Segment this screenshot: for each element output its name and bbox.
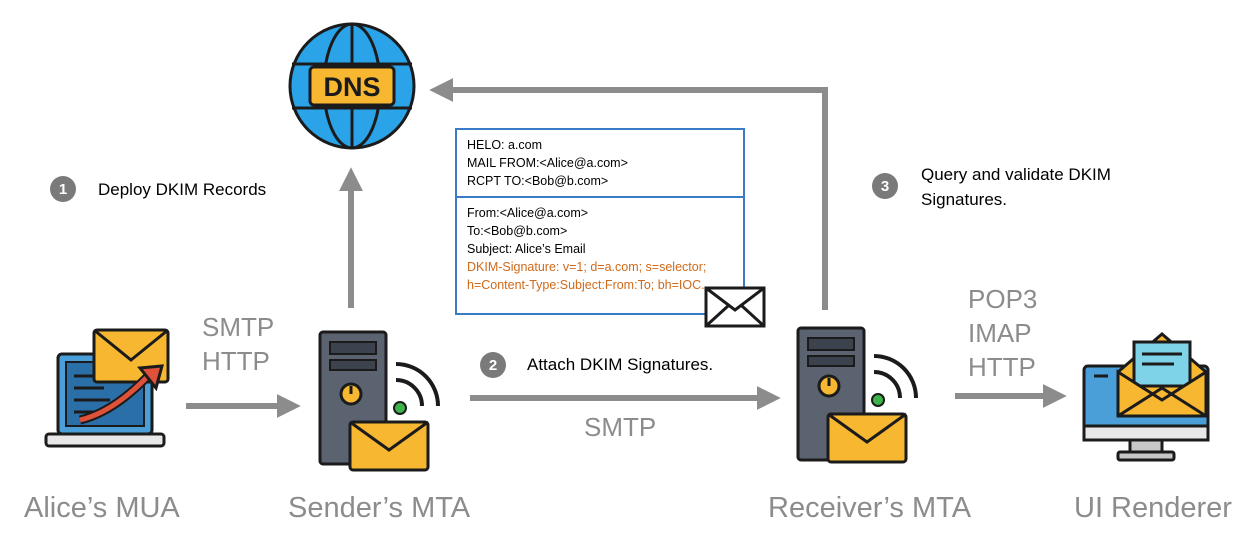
step-3-line-1: Query and validate DKIM [921, 165, 1111, 184]
protocol-http-renderer: HTTP [968, 352, 1036, 382]
receiver-server-icon [796, 326, 918, 464]
email-envelope-section: HELO: a.com MAIL FROM:<Alice@a.com> RCPT… [457, 130, 743, 196]
label-sender-mta: Sender’s MTA [288, 492, 471, 524]
arrow-receiver-to-dns [429, 78, 828, 310]
label-ui-renderer: UI Renderer [1074, 492, 1232, 524]
protocol-http: HTTP [202, 346, 270, 376]
step-2-badge: 2 [480, 352, 506, 378]
dns-label: DNS [323, 72, 380, 102]
header-to: To:<Bob@b.com> [467, 224, 568, 238]
protocol-pop3: POP3 [968, 284, 1038, 314]
header-subject: Subject: Alice’s Email [467, 242, 586, 256]
dns-globe-icon: DNS [288, 22, 416, 150]
protocol-imap: IMAP [968, 318, 1032, 348]
envelope-helo: HELO: a.com [467, 138, 543, 152]
email-header-section: From:<Alice@a.com> To:<Bob@b.com> Subjec… [457, 196, 743, 313]
label-alice-mua: Alice’s MUA [24, 492, 180, 524]
envelope-icon [704, 286, 766, 328]
step-1-badge: 1 [50, 176, 76, 202]
dkim-signature-line-1: DKIM-Signature: v=1; d=a.com; s=selector… [467, 260, 707, 274]
step-3-badge: 3 [872, 173, 898, 199]
step-1-text: Deploy DKIM Records [98, 180, 267, 199]
protocol-smtp-mta: SMTP [584, 412, 657, 442]
header-from: From:<Alice@a.com> [467, 206, 589, 220]
label-receiver-mta: Receiver’s MTA [768, 492, 972, 524]
envelope-mail-from: MAIL FROM:<Alice@a.com> [467, 156, 628, 170]
step-2-text: Attach DKIM Signatures. [527, 355, 714, 374]
protocol-smtp: SMTP [202, 312, 275, 342]
monitor-email-icon [1082, 332, 1210, 462]
step-3-line-2: Signatures. [921, 190, 1007, 209]
renderer-protocols: POP3 IMAP HTTP [968, 282, 1037, 384]
dkim-signature-line-2: h=Content-Type:Subject:From:To; bh=IOC..… [467, 278, 712, 292]
envelope-rcpt-to: RCPT TO:<Bob@b.com> [467, 174, 609, 188]
email-message-box: HELO: a.com MAIL FROM:<Alice@a.com> RCPT… [455, 128, 745, 315]
step-3-text: Query and validate DKIM Signatures. [921, 162, 1111, 212]
sender-server-icon [318, 330, 440, 472]
laptop-email-icon [44, 328, 170, 448]
mua-protocols: SMTP HTTP [202, 310, 274, 378]
